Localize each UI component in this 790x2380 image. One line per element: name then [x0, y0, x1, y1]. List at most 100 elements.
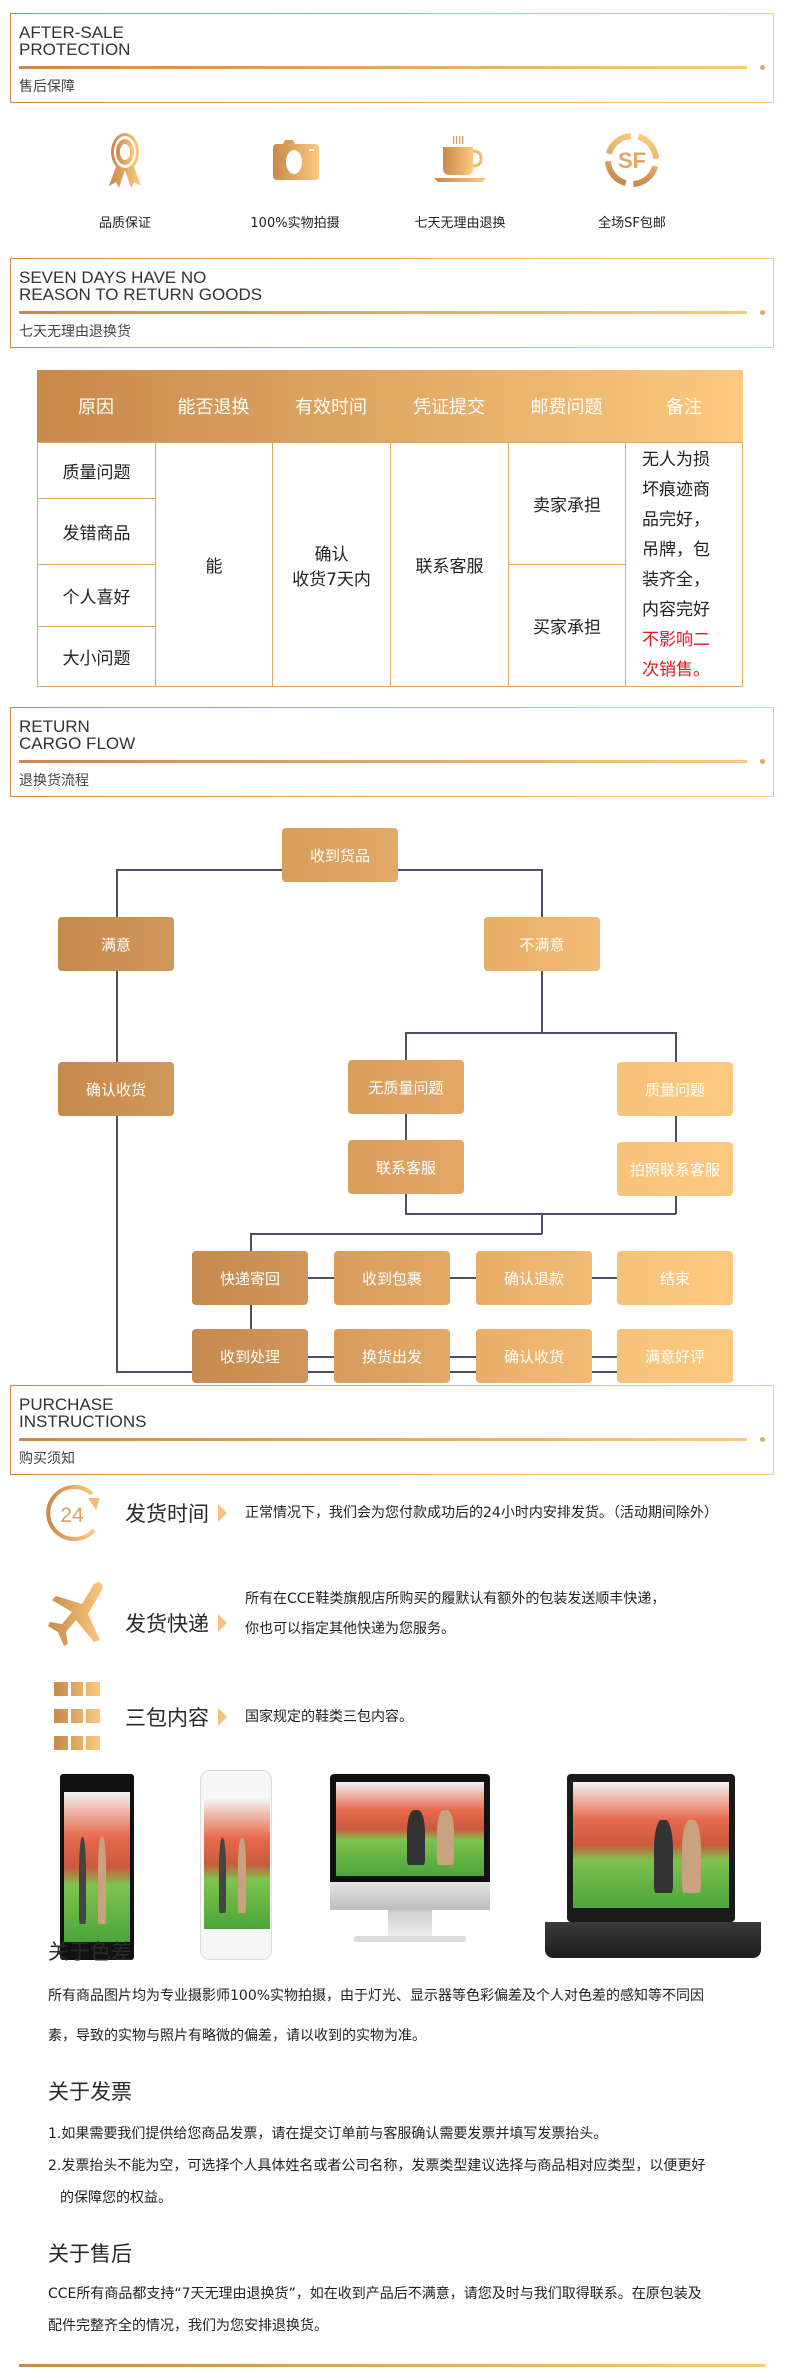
- info-title-color-diff: 关于色差: [48, 1940, 132, 1964]
- flow-node-confirm-refund: 确认退款: [476, 1251, 592, 1305]
- flow-node-no-quality-issue: 无质量问题: [348, 1060, 464, 1114]
- note-cell: 无人为损坏痕迹商品完好，吊牌，包装齐全，内容完好不影响二次销售。: [625, 442, 743, 687]
- flow-node-satisfied: 满意: [58, 917, 174, 971]
- connector-line: [116, 869, 118, 917]
- connector-line: [675, 1032, 677, 1062]
- info-line: 所有商品图片均为专业摄影师100%实物拍摄，由于灯光、显示器等色彩偏差及个人对色…: [48, 1988, 705, 2004]
- info-title-after-sale: 关于售后: [48, 2242, 132, 2266]
- purchase-item-title: 发货时间: [125, 1502, 209, 1526]
- title-line-2: INSTRUCTIONS: [19, 1412, 147, 1431]
- device-screen: [573, 1782, 729, 1908]
- connector-line: [398, 869, 542, 871]
- flow-node-end: 结束: [617, 1251, 733, 1305]
- valid-time-cell: 确认 收货7天内: [272, 442, 391, 687]
- flow-node-photo-contact-service: 拍照联系客服: [617, 1142, 733, 1196]
- reason-cell: 质量问题: [37, 442, 156, 499]
- header-proof: 凭证提交: [413, 397, 485, 418]
- purchase-item-text: 所有在CCE鞋类旗舰店所购买的履默认有额外的包装发送顺丰快递， 你也可以指定其他…: [245, 1584, 665, 1644]
- info-line: 的保障您的权益。: [60, 2190, 172, 2206]
- connector-line: [405, 1194, 407, 1214]
- arrow-right-icon: [218, 1504, 227, 1522]
- table-header-row: 原因 能否退换 有效时间 凭证提交 邮费问题 备注: [37, 370, 743, 442]
- arrow-right-icon: [218, 1708, 227, 1726]
- title-line-2: CARGO FLOW: [19, 734, 136, 753]
- title-line-1: AFTER-SALE: [19, 23, 124, 42]
- feature-label: 七天无理由退换: [414, 216, 506, 231]
- divider-bar: [19, 1438, 747, 1441]
- flow-node-ship-back: 快递寄回: [192, 1251, 308, 1305]
- flow-node-good-review: 满意好评: [617, 1329, 733, 1383]
- connector-line: [250, 1233, 542, 1235]
- device-imac: [330, 1774, 490, 1944]
- svg-text:SF: SF: [618, 148, 646, 173]
- divider-dot: [760, 1437, 765, 1442]
- purchase-item-title: 发货快递: [125, 1612, 209, 1636]
- connector-line: [541, 1213, 543, 1234]
- section-title-cn: 购买须知: [19, 1451, 75, 1467]
- feature-label: 全场SF包邮: [598, 216, 666, 231]
- reason-cell: 发错商品: [37, 498, 156, 565]
- connector-line: [592, 1277, 618, 1279]
- flow-node-confirm-receipt-2: 确认收货: [476, 1329, 592, 1383]
- info-line: 素，导致的实物与照片有略微的偏差，请以收到的实物为准。: [48, 2028, 426, 2044]
- connector-line: [116, 971, 118, 1062]
- return-policy-table: 原因 能否退换 有效时间 凭证提交 邮费问题 备注 质量问题 发错商品 个人喜好…: [37, 370, 743, 740]
- text-line: 你也可以指定其他快递为您服务。: [245, 1621, 455, 1637]
- postage-buyer-cell: 买家承担: [508, 564, 626, 687]
- connector-line: [308, 1277, 336, 1279]
- flow-node-quality-issue: 质量问题: [617, 1062, 733, 1116]
- connector-line: [405, 1213, 676, 1215]
- info-text-after-sale: CCE所有商品都支持“7天无理由退换货”，如在收到产品后不满意，请您及时与我们取…: [48, 2278, 758, 2342]
- camera-icon: [273, 140, 319, 180]
- footer-divider: [19, 2364, 765, 2367]
- valid-time-line-2: 收货7天内: [292, 569, 371, 590]
- header-note: 备注: [666, 397, 702, 418]
- section-title-cn: 售后保障: [19, 79, 75, 95]
- device-laptop: [545, 1774, 761, 1958]
- header-valid-time: 有效时间: [295, 397, 367, 418]
- feature-sf-shipping: SF 全场SF包邮: [552, 130, 712, 231]
- purchase-item-courier: 发货快递 所有在CCE鞋类旗舰店所购买的履默认有额外的包装发送顺丰快递， 你也可…: [0, 1578, 790, 1658]
- note-warning-text: 不影响二次销售。: [642, 629, 710, 680]
- note-content: 无人为损坏痕迹商品完好，吊牌，包装齐全，内容完好不影响二次销售。: [642, 445, 726, 685]
- feature-label: 品质保证: [98, 216, 151, 231]
- device-screen: [336, 1782, 484, 1876]
- sf-express-icon: SF: [605, 133, 659, 187]
- connector-line: [450, 1277, 478, 1279]
- note-text: 无人为损坏痕迹商品完好，吊牌，包装齐全，内容完好: [642, 449, 710, 620]
- divider-dot: [760, 310, 765, 315]
- connector-line: [116, 869, 284, 871]
- info-line: 配件完整齐全的情况，我们为您安排退换货。: [48, 2318, 328, 2334]
- award-ribbon-icon: [109, 133, 141, 188]
- device-screen: [64, 1792, 130, 1942]
- flow-node-package-received: 收到包裹: [334, 1251, 450, 1305]
- title-line-2: PROTECTION: [19, 40, 131, 59]
- header-reason: 原因: [78, 397, 114, 418]
- divider-bar: [19, 760, 747, 763]
- purchase-item-text: 正常情况下，我们会为您付款成功后的24小时内安排发货。（活动期间除外）: [245, 1505, 718, 1521]
- title-line-2: REASON TO RETURN GOODS: [19, 285, 263, 304]
- connector-line: [541, 971, 543, 1033]
- section-title-cn: 七天无理由退换货: [19, 324, 131, 340]
- can-return-cell: 能: [155, 442, 273, 687]
- airplane-icon: [48, 1582, 103, 1646]
- feature-label: 100%实物拍摄: [250, 216, 340, 231]
- connector-line: [675, 1196, 677, 1214]
- info-title-invoice: 关于发票: [48, 2080, 132, 2104]
- feature-photo: 100%实物拍摄: [215, 130, 375, 231]
- flow-node-received: 收到货品: [282, 828, 398, 882]
- device-phone-black: [60, 1774, 134, 1960]
- title-line-1: PURCHASE: [19, 1395, 114, 1414]
- title-line-1: RETURN: [19, 717, 90, 736]
- device-screen: [204, 1799, 270, 1929]
- connector-line: [592, 1356, 618, 1358]
- header-can-return: 能否退换: [177, 397, 250, 418]
- connector-line: [675, 1116, 677, 1142]
- purchase-item-warranty: 三包内容 国家规定的鞋类三包内容。: [0, 1676, 790, 1756]
- clock-icon-text: 24: [60, 1504, 84, 1527]
